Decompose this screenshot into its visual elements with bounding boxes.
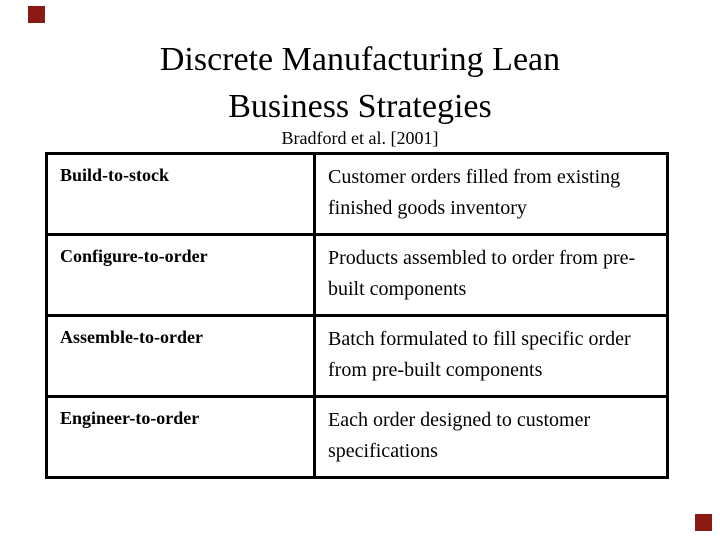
strategy-cell: Assemble-to-order — [45, 314, 316, 398]
description-cell: Each order designed to customer specific… — [313, 395, 669, 479]
table-row: Engineer-to-order Each order designed to… — [45, 395, 669, 479]
slide-title-line1: Discrete Manufacturing Lean — [159, 41, 561, 78]
strategy-cell: Engineer-to-order — [45, 395, 316, 479]
table-row: Configure-to-order Products assembled to… — [45, 233, 669, 317]
description-cell: Products assembled to order from pre-bui… — [313, 233, 669, 317]
slide-title-line2: Business Strategies — [228, 88, 492, 125]
strategy-cell: Configure-to-order — [45, 233, 316, 317]
slide-title: Discrete Manufacturing Lean Business Str… — [0, 36, 720, 130]
citation-text: Bradford et al. [2001] — [281, 128, 439, 148]
table-row: Assemble-to-order Batch formulated to fi… — [45, 314, 669, 398]
strategy-cell: Build-to-stock — [45, 152, 316, 236]
strategy-table: Build-to-stock Customer orders filled fr… — [45, 152, 669, 479]
corner-accent-top-left — [28, 6, 45, 23]
description-cell: Customer orders filled from existing fin… — [313, 152, 669, 236]
corner-accent-bottom-right — [695, 514, 712, 531]
description-cell: Batch formulated to fill specific order … — [313, 314, 669, 398]
table-row: Build-to-stock Customer orders filled fr… — [45, 152, 669, 236]
